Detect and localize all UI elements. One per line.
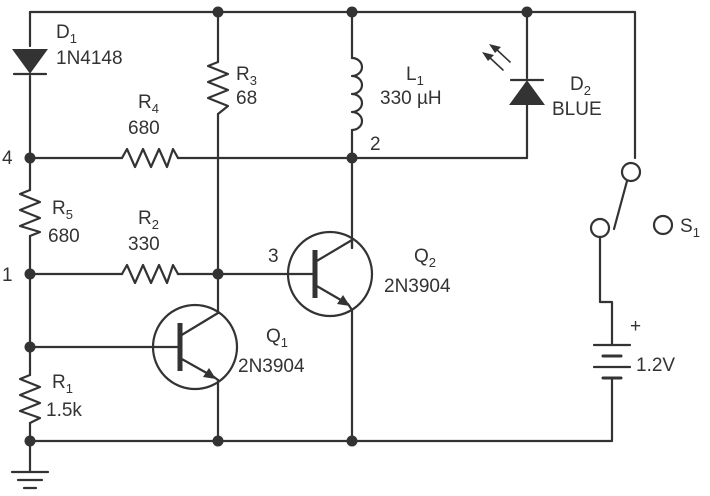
l1-label: L1 (406, 64, 424, 88)
s1-switch-symbol (589, 161, 674, 239)
q1-value: 2N3904 (238, 356, 305, 377)
r1-label: R1 (52, 372, 73, 396)
r1-value: 1.5k (46, 400, 82, 421)
node-3-label: 3 (268, 246, 279, 267)
battery-polarity: + (630, 316, 641, 337)
junction-dots (24, 6, 533, 447)
d2-value: BLUE (552, 99, 602, 120)
r3-resistor-symbol (206, 60, 230, 116)
led-light-arrows-icon (482, 44, 511, 71)
r3-value: 68 (236, 88, 257, 109)
node-1-label: 1 (2, 265, 13, 286)
d1-label: D1 (56, 22, 77, 46)
l1-value: 330 µH (380, 88, 442, 109)
r5-resistor-symbol (18, 188, 42, 238)
d2-label: D2 (570, 74, 591, 98)
r5-value: 680 (48, 226, 80, 247)
top-rail-wire (28, 10, 637, 160)
battery-symbol (592, 343, 632, 394)
q2-label: Q2 (414, 246, 436, 270)
switch-to-battery-wire (598, 235, 614, 347)
q2-transistor-symbol (286, 230, 374, 318)
r5-label: R5 (52, 198, 73, 222)
r4-label: R4 (138, 92, 159, 116)
r3-label: R3 (236, 64, 257, 88)
d1-value: 1N4148 (56, 48, 123, 69)
r4-resistor-symbol (120, 147, 180, 169)
d1-diode-symbol (12, 49, 48, 76)
l1-inductor-symbol (350, 56, 364, 132)
r2-value: 330 (128, 234, 160, 255)
node-4-label: 4 (2, 148, 13, 169)
ground-symbol (10, 456, 50, 490)
r2-label: R2 (138, 208, 159, 232)
q2-value: 2N3904 (384, 276, 451, 297)
d2-led-symbol (509, 78, 545, 105)
battery-value: 1.2V (636, 355, 675, 376)
s1-label: S1 (680, 216, 700, 240)
q1-transistor-symbol (151, 298, 239, 391)
bottom-rail-wire (28, 390, 614, 443)
r4-value: 680 (128, 118, 160, 139)
q1-label: Q1 (266, 326, 288, 350)
node-2-label: 2 (370, 134, 381, 155)
r1-resistor-symbol (18, 373, 42, 425)
r2-resistor-symbol (120, 263, 180, 285)
